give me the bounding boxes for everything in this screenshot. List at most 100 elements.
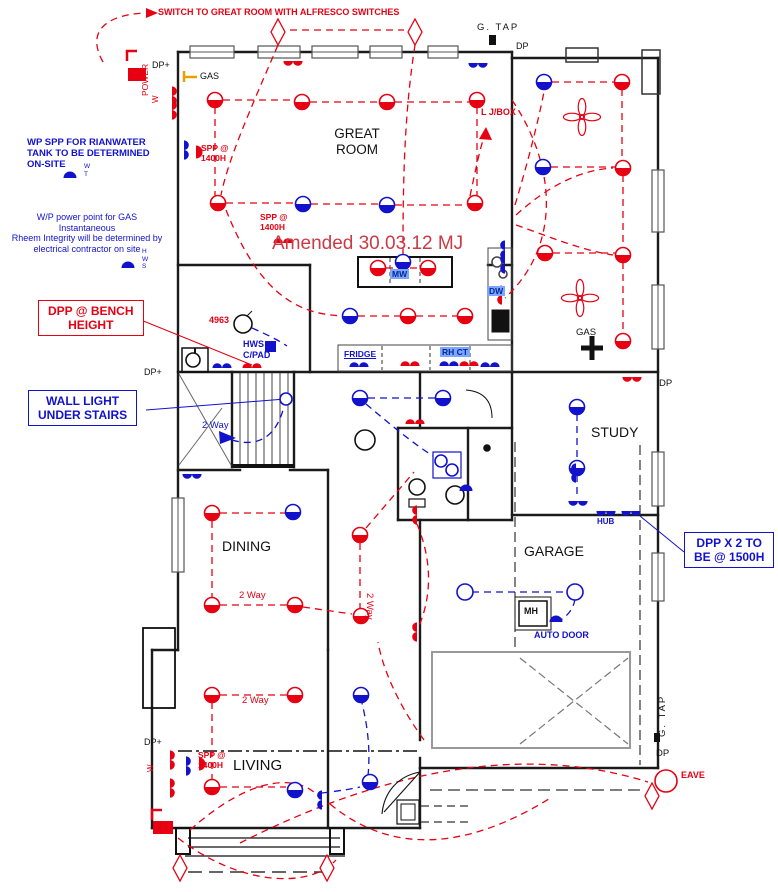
power-point-blue xyxy=(317,790,322,810)
downlight-fill xyxy=(395,262,411,270)
downlight-fill xyxy=(204,513,220,521)
power-point-blue xyxy=(459,484,473,491)
plan-path xyxy=(150,808,162,820)
plan-line xyxy=(639,515,685,553)
wire xyxy=(302,606,353,615)
power-point-blue xyxy=(182,474,202,479)
power-point-blue xyxy=(500,254,505,274)
downlight-fill xyxy=(207,100,223,108)
wire xyxy=(365,403,434,457)
wire xyxy=(416,523,430,627)
circle-symbol xyxy=(279,392,293,406)
downlight-fill xyxy=(287,790,303,798)
downlight-fill xyxy=(353,695,369,703)
downlight-fill xyxy=(535,167,551,175)
fixture-rect xyxy=(153,821,173,834)
downlight-fill xyxy=(295,204,311,212)
power-point-blue xyxy=(480,362,500,367)
downlight-fill xyxy=(469,100,485,108)
ceiling-fan-blade xyxy=(580,293,600,303)
downlight-fill xyxy=(287,605,303,613)
plan-path xyxy=(383,771,421,813)
switch-diamond xyxy=(644,781,660,811)
downlight-fill xyxy=(294,102,310,110)
circle-symbol xyxy=(434,454,448,468)
plan-line xyxy=(145,398,286,411)
switch-diamond xyxy=(270,17,286,47)
downlight-fill xyxy=(435,398,451,406)
fixture-rect xyxy=(128,68,146,81)
circle-symbol xyxy=(456,583,474,601)
downlight-fill xyxy=(615,341,631,349)
power-point-red xyxy=(622,377,642,382)
ceiling-fan-blade xyxy=(575,278,585,298)
downlight-fill xyxy=(287,695,303,703)
plan-line xyxy=(178,407,223,466)
wire xyxy=(558,598,576,622)
power-point-red xyxy=(400,361,420,366)
downlight-fill xyxy=(614,82,630,90)
power-point-blue xyxy=(468,63,488,68)
fixture-rect xyxy=(518,600,548,627)
fixture-rect xyxy=(400,803,416,821)
downlight-fill xyxy=(536,82,552,90)
wire xyxy=(402,44,416,255)
downlight-fill xyxy=(400,316,416,324)
power-point-blue xyxy=(212,363,232,368)
fixture-rect xyxy=(489,35,496,45)
power-point-red xyxy=(405,419,425,424)
downlight-fill xyxy=(204,787,220,795)
power-point-blue xyxy=(186,756,191,776)
power-point-red xyxy=(196,145,203,159)
power-point-blue xyxy=(549,615,563,622)
power-point-blue xyxy=(621,511,641,516)
circle-symbol xyxy=(233,314,253,334)
power-point-blue xyxy=(571,463,576,483)
plan-line xyxy=(135,317,253,366)
downlight-fill xyxy=(615,168,631,176)
wire xyxy=(365,471,415,529)
wire xyxy=(469,133,486,197)
wire xyxy=(189,781,319,831)
power-point-blue xyxy=(63,171,77,178)
downlight-fill xyxy=(204,605,220,613)
downlight-fill xyxy=(537,253,553,261)
circle-symbol xyxy=(566,583,584,601)
fixture-rect xyxy=(396,799,420,825)
wire xyxy=(321,786,361,794)
power-point-blue xyxy=(121,261,135,268)
downlight-fill xyxy=(615,255,631,263)
power-point-blue xyxy=(568,501,588,506)
fixture-rect xyxy=(491,309,510,333)
fixture-rect xyxy=(565,47,599,63)
fixture-rect xyxy=(514,596,552,631)
power-point-red xyxy=(273,238,293,243)
ceiling-fan-blade xyxy=(577,97,587,117)
switch-diamond xyxy=(407,17,423,47)
downlight-fill xyxy=(420,268,436,276)
plan-path xyxy=(125,49,137,61)
wire xyxy=(239,763,649,844)
power-point-red xyxy=(283,61,303,66)
downlight-fill xyxy=(285,512,301,520)
wire xyxy=(96,12,145,63)
power-point-red xyxy=(412,622,417,642)
plan-line xyxy=(519,657,629,745)
ceiling-fan-blade xyxy=(582,112,602,122)
power-point-blue xyxy=(596,511,616,516)
wire xyxy=(361,702,370,777)
ceiling-fan-hub xyxy=(576,295,583,302)
ceiling-fan-hub xyxy=(578,113,585,120)
downlight-fill xyxy=(457,316,473,324)
fixture-rect xyxy=(337,344,513,372)
ceiling-fan-blade xyxy=(577,117,587,137)
downlight-fill xyxy=(342,316,358,324)
ceiling-fan-blade xyxy=(560,293,580,303)
downlight-fill xyxy=(379,205,395,213)
circle-symbol xyxy=(408,478,426,496)
circle-symbol xyxy=(445,463,459,477)
downlight-fill xyxy=(352,535,368,543)
switch-diamond xyxy=(319,853,335,883)
